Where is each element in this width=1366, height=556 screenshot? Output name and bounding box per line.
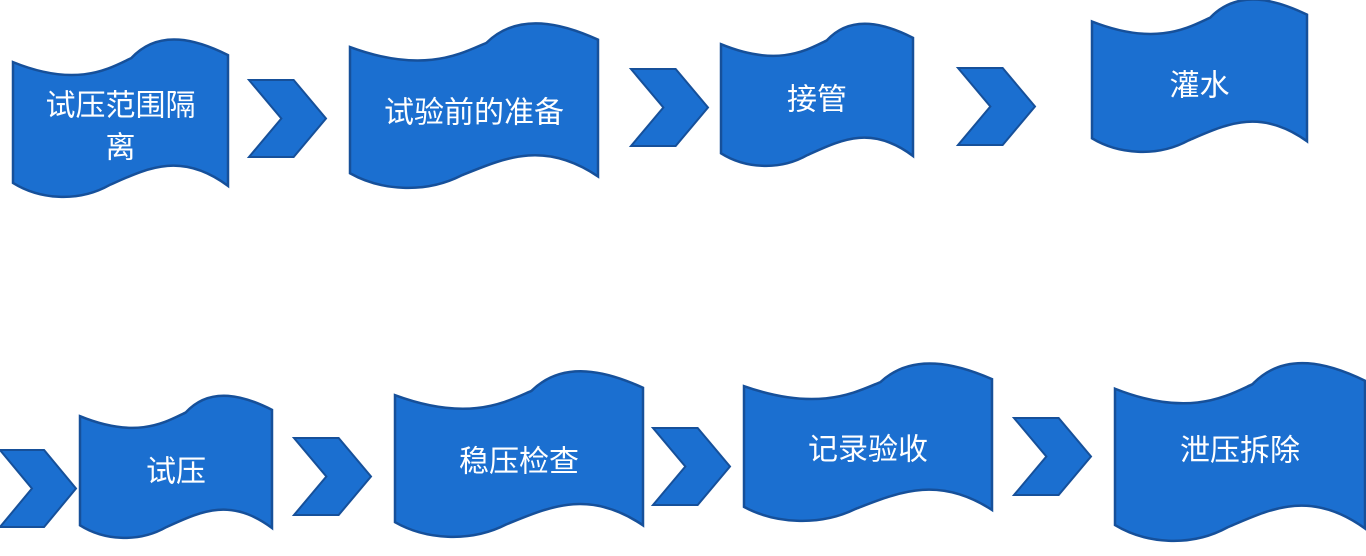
chevron-right-icon (955, 67, 1037, 146)
step-shape-5 (78, 394, 274, 540)
step-label-8: 泄压拆除 (1180, 434, 1300, 469)
chevron-right-icon (291, 437, 373, 516)
step-shape-3 (719, 22, 915, 168)
chevron-right-icon (650, 427, 732, 506)
step-label-4: 灌水 (1170, 69, 1230, 104)
step-label-2: 试验前的准备 (384, 96, 564, 131)
step-shape-8 (1113, 361, 1366, 542)
step-label-7: 记录验收 (808, 433, 928, 468)
chevron-right-icon (1011, 417, 1093, 496)
chevron-right-icon (0, 449, 78, 528)
step-label-6: 稳压检查 (459, 445, 579, 480)
step-shape-2 (348, 22, 600, 190)
step-label-5: 试压 (146, 455, 206, 490)
chevron-right-icon (246, 79, 328, 158)
step-label-1-line-1: 试压范围隔 (46, 89, 196, 124)
chevron-right-icon (628, 68, 710, 147)
step-label-1-line-2: 离 (106, 131, 136, 166)
step-shape-1 (11, 38, 230, 199)
step-shape-4 (1090, 0, 1309, 154)
step-label-3: 接管 (787, 83, 847, 118)
step-shape-7 (742, 362, 994, 523)
step-shape-6 (393, 370, 645, 539)
